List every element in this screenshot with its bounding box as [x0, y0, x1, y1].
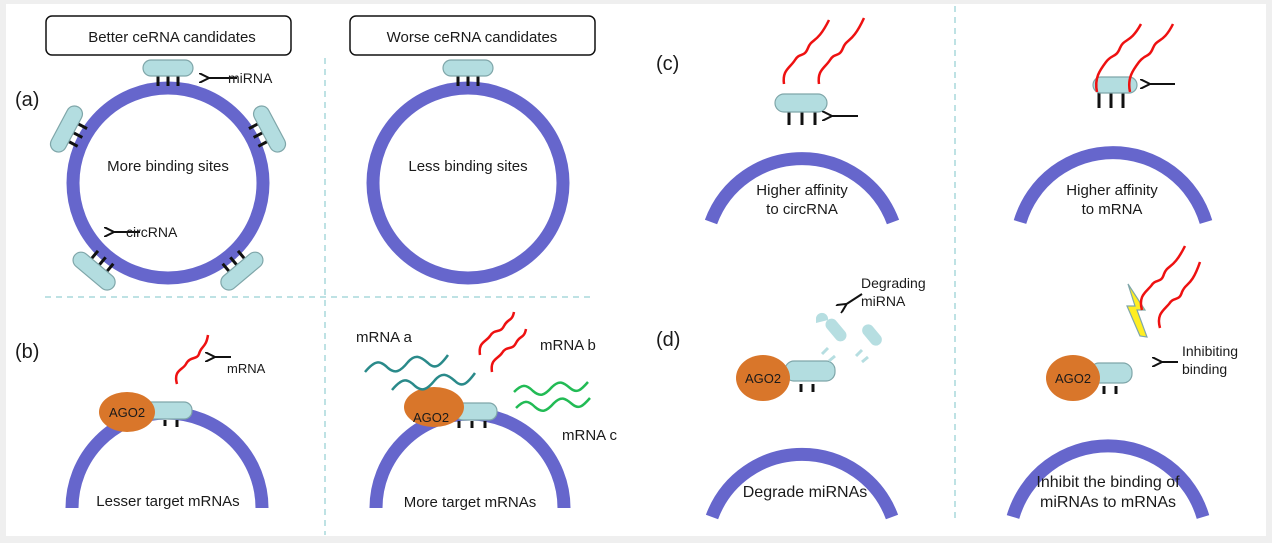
dividers: [45, 6, 956, 535]
label-mrna-c: mRNA c: [562, 427, 618, 444]
circrna-arc: [1006, 439, 1210, 519]
label-mrna-a: mRNA a: [356, 329, 413, 346]
mirna-binding-site-icon: [49, 105, 88, 153]
circrna-ring: [366, 81, 570, 285]
circrna-arc: [704, 152, 900, 225]
ago2-icon: [736, 355, 790, 401]
caption-inhibit-binding-2: miRNAs to mRNAs: [1040, 494, 1176, 511]
caption-degrade-mirnas: Degrade miRNAs: [743, 484, 867, 501]
mrna-a-icon: [364, 354, 450, 373]
mirna-annotation: miRNA: [207, 70, 273, 86]
ago2-icon: [404, 387, 464, 427]
mirna-icon: [774, 93, 828, 113]
circrna-ring: [66, 81, 270, 285]
panel-label-d: (d): [656, 329, 680, 351]
label-circrna: circRNA: [126, 224, 178, 240]
d-right-arc: AGO2 Inhibiting binding: [1006, 245, 1238, 519]
mrna-strand-icon: [174, 334, 210, 385]
label-degrading-1: Degrading: [861, 275, 926, 291]
ago2-icon: [99, 392, 155, 432]
mrna-strand-icon-2: [1128, 23, 1175, 93]
b-right-arc: AGO2 mRNA a mRNA b mRNA c: [356, 311, 618, 509]
c-right-arc: [1013, 23, 1213, 224]
circrna-many-sites: [49, 59, 287, 291]
mirna-icon: [784, 360, 836, 382]
panel-label-b: (b): [15, 341, 39, 363]
mrna-b-icon-2: [490, 328, 528, 373]
arrow-icon: [845, 293, 863, 305]
caption-affinity-circrna-1: Higher affinity: [756, 182, 848, 199]
mirna-binding-site-icon: [142, 59, 194, 86]
mirna-binding-site-icon: [442, 59, 494, 86]
circrna-arc: [1013, 146, 1213, 224]
label-mirna: miRNA: [228, 70, 273, 86]
lightning-bolt-icon: [1126, 283, 1148, 338]
label-inhibiting-2: binding: [1182, 361, 1227, 377]
mrna-strand-icon-2: [1157, 261, 1202, 329]
label-mrna-b: mRNA b: [540, 337, 596, 354]
header-worse-text: Worse ceRNA candidates: [387, 29, 558, 46]
mirna-icon: [1092, 76, 1138, 94]
mrna-strand-icon: [1139, 245, 1187, 311]
caption-affinity-circrna-2: to circRNA: [766, 201, 838, 218]
ago2-label: AGO2: [413, 410, 449, 425]
label-inhibiting-1: Inhibiting: [1182, 343, 1238, 359]
mirna-binding-site-icon: [72, 249, 116, 291]
circrna-few-sites: [366, 59, 570, 285]
b-left-arc: AGO2 mRNA: [65, 334, 269, 509]
mrna-strand-icon-2: [817, 17, 866, 85]
mirna-binding-site-icon: [220, 249, 264, 291]
mirna-binding-site-icon: [248, 105, 287, 153]
label-mrna: mRNA: [227, 361, 266, 376]
caption-affinity-mrna-1: Higher affinity: [1066, 182, 1158, 199]
header-better-text: Better ceRNA candidates: [88, 29, 256, 46]
mrna-b-icon: [478, 311, 516, 356]
caption-lesser-target-mrnas: Lesser target mRNAs: [96, 493, 239, 510]
d-left-arc: AGO2 Degrading miRNA: [705, 275, 926, 520]
mrna-strand-icon: [1095, 23, 1143, 93]
header-worse: Worse ceRNA candidates: [349, 15, 596, 56]
panel-label-a: (a): [15, 89, 39, 111]
mrna-a-icon-2: [391, 372, 477, 391]
panel-label-c: (c): [656, 53, 679, 75]
ago2-icon: [1046, 355, 1100, 401]
caption-inhibit-binding-1: Inhibit the binding of: [1036, 474, 1180, 491]
circrna-arc: [705, 447, 899, 520]
mrna-c-icon-2: [515, 397, 591, 412]
caption-less-binding-sites: Less binding sites: [408, 158, 527, 175]
caption-affinity-mrna-2: to mRNA: [1082, 201, 1143, 218]
ago2-label: AGO2: [109, 405, 145, 420]
caption-more-target-mrnas: More target mRNAs: [404, 494, 537, 511]
label-degrading-2: miRNA: [861, 293, 906, 309]
mrna-c-icon: [513, 381, 589, 396]
degrading-mirna-fragments-icon: [816, 312, 882, 364]
c-left-arc: [704, 17, 900, 225]
ago2-label: AGO2: [745, 371, 781, 386]
circrna-annotation: circRNA: [112, 224, 178, 240]
mrna-strand-icon: [782, 19, 831, 85]
ago2-label: AGO2: [1055, 371, 1091, 386]
header-better: Better ceRNA candidates: [45, 15, 292, 56]
caption-more-binding-sites: More binding sites: [107, 158, 229, 175]
